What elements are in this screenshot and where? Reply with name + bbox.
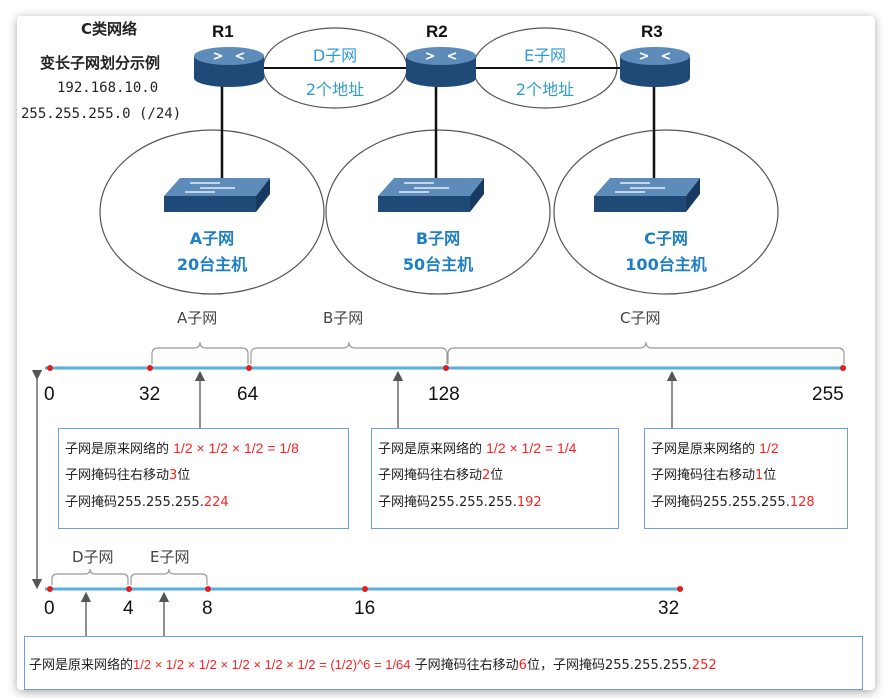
fraction-expression: 1/2 × 1/2 × 1/2 × 1/2 × 1/2 × 1/2 = (1/2… xyxy=(133,657,411,672)
shift-bits: 1 xyxy=(755,468,764,483)
mask-label: 位，子网掩码255.255.255. xyxy=(526,658,692,673)
shift-bits: 6 xyxy=(518,658,527,673)
shift-unit: 位 xyxy=(177,468,191,483)
tick2-4: 4 xyxy=(123,598,134,619)
mask-octet: 252 xyxy=(691,658,717,673)
fraction-lead: 子网是原来网络的 xyxy=(65,442,174,457)
router-r1-icon xyxy=(194,47,264,87)
network-mask: 255.255.255.0 (/24) xyxy=(21,106,182,122)
line1-tick-dots xyxy=(47,365,846,371)
link-subnet-info-box: 子网是原来网络的1/2 × 1/2 × 1/2 × 1/2 × 1/2 × 1/… xyxy=(24,636,863,690)
tick2-8: 8 xyxy=(202,598,213,619)
shift-label: 子网掩码往右移动 xyxy=(65,468,170,483)
tick-64: 64 xyxy=(237,384,259,405)
range-label-c: C子网 xyxy=(620,309,661,327)
range-label-a: A子网 xyxy=(177,309,218,327)
router-r3-label: R3 xyxy=(641,22,663,41)
lan-a-name: A子网 xyxy=(189,229,235,248)
shift-label: 子网掩码往右移动 xyxy=(651,468,756,483)
line2-tick-dots xyxy=(47,586,683,592)
link-d-size: 2个地址 xyxy=(305,80,365,99)
pointer-arrows xyxy=(80,370,678,636)
line1-range-braces xyxy=(151,341,845,364)
switch-b-icon xyxy=(378,178,484,212)
range-label-e: E子网 xyxy=(150,548,190,566)
mask-label: 子网掩码255.255.255. xyxy=(65,495,204,510)
link-e-name: E子网 xyxy=(523,46,567,65)
fraction-lead: 子网是原来网络的 xyxy=(29,658,134,673)
tick-0: 0 xyxy=(44,384,55,405)
lan-a-hosts: 20台主机 xyxy=(176,255,248,274)
subnet-b-info-box: 子网是原来网络的 1/2 × 1/2 = 1/4 子网掩码往右移动2位 子网掩码… xyxy=(371,428,619,529)
tick-255: 255 xyxy=(812,384,844,405)
fraction-lead: 子网是原来网络的 xyxy=(378,442,487,457)
shift-label: 子网掩码往右移动 xyxy=(410,658,519,673)
mask-octet: 192 xyxy=(516,495,542,510)
mask-label: 子网掩码255.255.255. xyxy=(378,495,517,510)
router-r3-icon xyxy=(620,47,690,87)
fraction-expression: 1/2 xyxy=(759,440,779,456)
switch-a-icon xyxy=(164,178,270,212)
shift-unit: 位 xyxy=(763,468,777,483)
router-r1-label: R1 xyxy=(212,22,234,41)
link-e-size: 2个地址 xyxy=(515,80,575,99)
mask-octet: 224 xyxy=(203,495,229,510)
fraction-expression: 1/2 × 1/2 × 1/2 = 1/8 xyxy=(173,440,299,456)
tick2-0: 0 xyxy=(44,598,55,619)
lan-c-ellipse xyxy=(553,129,779,295)
network-address: 192.168.10.0 xyxy=(57,80,159,96)
shift-unit: 位 xyxy=(490,468,504,483)
range-label-b: B子网 xyxy=(323,309,364,327)
lan-c-name: C子网 xyxy=(644,229,688,248)
shift-bits: 3 xyxy=(169,468,178,483)
network-class-title: C类网络 xyxy=(81,20,138,38)
diagram-card xyxy=(17,16,875,690)
router-r2-icon xyxy=(406,47,476,87)
subnet-a-info-box: 子网是原来网络的 1/2 × 1/2 × 1/2 = 1/8 子网掩码往右移动3… xyxy=(58,428,349,529)
lan-b-ellipse xyxy=(325,129,551,295)
mask-octet: 128 xyxy=(789,495,815,510)
lan-b-name: B子网 xyxy=(415,229,461,248)
range-label-d: D子网 xyxy=(72,548,114,566)
tick2-16: 16 xyxy=(354,598,376,619)
link-d-name: D子网 xyxy=(312,46,358,65)
router-r2-label: R2 xyxy=(426,22,448,41)
lan-b-hosts: 50台主机 xyxy=(402,255,474,274)
mask-label: 子网掩码255.255.255. xyxy=(651,495,790,510)
fraction-expression: 1/2 × 1/2 = 1/4 xyxy=(486,440,577,456)
shift-bits: 2 xyxy=(482,468,491,483)
subnet-c-info-box: 子网是原来网络的 1/2 子网掩码往右移动1位 子网掩码255.255.255.… xyxy=(644,428,848,529)
diagram-subtitle: 变长子网划分示例 xyxy=(40,54,161,72)
line2-range-braces xyxy=(51,568,208,585)
switch-c-icon xyxy=(594,178,700,212)
fraction-lead: 子网是原来网络的 xyxy=(651,442,760,457)
tick-32: 32 xyxy=(139,384,161,405)
lan-c-hosts: 100台主机 xyxy=(625,255,707,274)
tick2-32: 32 xyxy=(658,598,680,619)
shift-label: 子网掩码往右移动 xyxy=(378,468,483,483)
lan-a-ellipse xyxy=(99,129,325,295)
tick-128: 128 xyxy=(428,384,460,405)
